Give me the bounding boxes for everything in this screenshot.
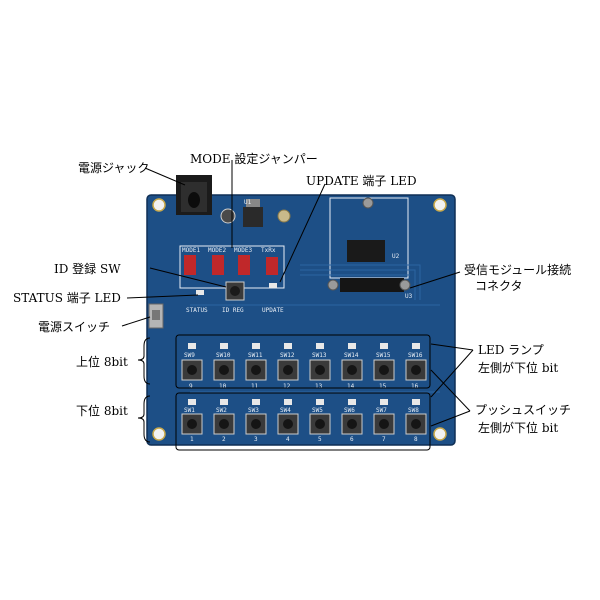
svg-text:3: 3 [254, 436, 258, 443]
label-upper-8bit: 上位 8bit [76, 355, 128, 369]
power-switch [148, 303, 164, 329]
svg-text:SW4: SW4 [280, 407, 291, 414]
svg-text:6: 6 [350, 436, 354, 443]
svg-text:14: 14 [347, 383, 355, 390]
label-update-led: UPDATE 端子 LED [306, 174, 417, 188]
svg-text:2: 2 [222, 436, 226, 443]
silk-u1: U1 [244, 199, 252, 206]
label-led-lamp-line2: 左側が下位 bit [478, 361, 559, 375]
label-receiver-line2: コネクタ [475, 279, 523, 293]
svg-text:13: 13 [315, 383, 323, 390]
svg-text:5: 5 [318, 436, 322, 443]
label-power-jack: 電源ジャック [78, 161, 150, 175]
silk-txrx: TxRx [261, 247, 276, 254]
label-status-led: STATUS 端子 LED [13, 291, 121, 305]
label-led-lamp-line1: LED ランプ [478, 343, 544, 357]
svg-text:9: 9 [189, 383, 193, 390]
svg-text:SW16: SW16 [408, 352, 423, 359]
svg-text:4: 4 [286, 436, 290, 443]
mode-jumpers [184, 255, 278, 275]
lower-led-row [188, 399, 420, 405]
svg-text:7: 7 [382, 436, 386, 443]
silk-u3: U3 [405, 293, 413, 300]
svg-text:SW5: SW5 [312, 407, 323, 414]
label-mode-jumper: MODE 設定ジャンパー [190, 152, 318, 166]
label-push-switch-line2: 左側が下位 bit [478, 421, 559, 435]
svg-text:11: 11 [251, 383, 259, 390]
svg-text:8: 8 [414, 436, 418, 443]
svg-text:SW6: SW6 [344, 407, 355, 414]
lower-switch-row [181, 413, 427, 435]
svg-text:SW12: SW12 [280, 352, 295, 359]
silk-idreg: ID REG [222, 307, 244, 314]
svg-text:SW7: SW7 [376, 407, 387, 414]
silk-status: STATUS [186, 307, 208, 314]
lower-row-frame [175, 392, 431, 451]
svg-text:1: 1 [190, 436, 194, 443]
silk-mode3: MODE3 [234, 247, 252, 254]
svg-text:12: 12 [283, 383, 291, 390]
label-id-sw: ID 登録 SW [54, 262, 121, 276]
label-receiver-line1: 受信モジュール接続 [464, 263, 572, 277]
power-jack [176, 175, 212, 215]
svg-text:15: 15 [379, 383, 387, 390]
svg-text:SW11: SW11 [248, 352, 263, 359]
svg-text:SW8: SW8 [408, 407, 419, 414]
label-push-switch-line1: プッシュスイッチ [475, 403, 572, 417]
silk-mode2: MODE2 [208, 247, 226, 254]
svg-text:SW14: SW14 [344, 352, 359, 359]
svg-text:SW2: SW2 [216, 407, 227, 414]
svg-text:SW15: SW15 [376, 352, 391, 359]
upper-switch-silk: SW9 SW10 SW11 SW12 SW13 SW14 SW15 SW16 9… [184, 352, 423, 390]
upper-switch-row [181, 359, 427, 381]
svg-text:SW3: SW3 [248, 407, 259, 414]
svg-text:SW1: SW1 [184, 407, 195, 414]
upper-row-frame [175, 334, 431, 389]
svg-text:10: 10 [219, 383, 227, 390]
svg-text:16: 16 [411, 383, 419, 390]
mounting-holes [152, 198, 447, 441]
label-power-switch: 電源スイッチ [38, 320, 111, 334]
upper-led-row [188, 343, 420, 349]
label-lower-8bit: 下位 8bit [76, 404, 128, 418]
lower-switch-silk: SW1 SW2 SW3 SW4 SW5 SW6 SW7 SW8 1 2 3 4 … [184, 407, 419, 443]
silk-update: UPDATE [262, 307, 284, 314]
silk-u2: U2 [392, 253, 400, 260]
svg-text:SW9: SW9 [184, 352, 195, 359]
svg-text:SW10: SW10 [216, 352, 231, 359]
silk-mode1: MODE1 [182, 247, 200, 254]
callout-lines [121, 160, 474, 451]
svg-text:SW13: SW13 [312, 352, 327, 359]
